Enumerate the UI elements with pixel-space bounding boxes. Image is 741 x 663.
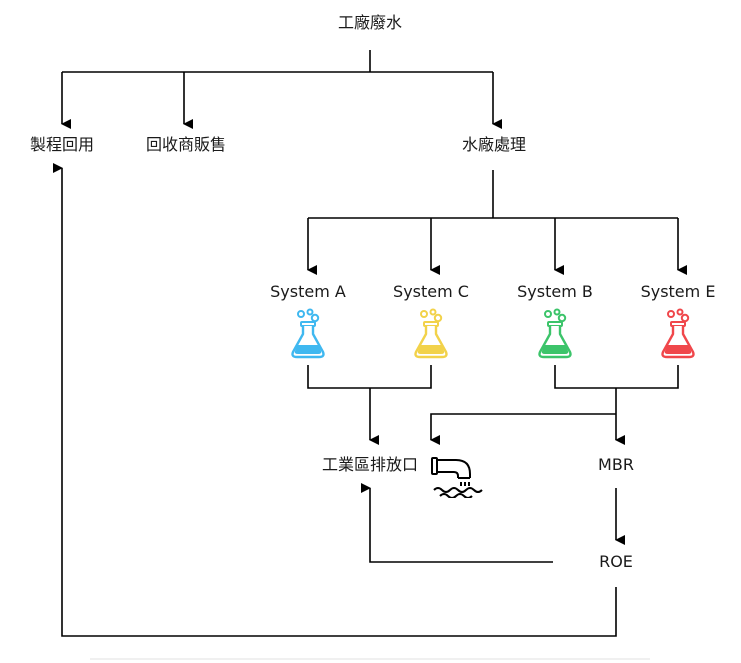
node-mbr: MBR: [598, 455, 634, 474]
node-industrial-discharge: 工業區排放口: [321, 455, 419, 474]
node-system-a: System A: [270, 282, 346, 301]
connector-ac-merge: [307, 365, 432, 389]
arrow-be-to-discharge: [430, 413, 616, 445]
node-process-reuse: 製程回用: [29, 135, 95, 154]
flask-icon: [288, 308, 328, 360]
flask-icon: [658, 308, 698, 360]
flask-icon: [411, 308, 451, 360]
connector-be-merge: [554, 365, 679, 389]
node-roe: ROE: [599, 552, 633, 571]
node-factory-wastewater: 工廠廢水: [337, 13, 403, 32]
node-water-plant-treatment: 水廠處理: [461, 135, 527, 154]
outfall-pipe-icon: [431, 457, 483, 498]
node-system-e: System E: [640, 282, 716, 301]
arrow-roe-to-reuse: [53, 163, 617, 637]
arrow-roe-to-discharge: [361, 483, 553, 563]
node-system-c: System C: [393, 282, 469, 301]
node-recycler-sale: 回收商販售: [145, 135, 227, 154]
node-system-b: System B: [517, 282, 593, 301]
divider: [90, 658, 650, 660]
flask-icon: [535, 308, 575, 360]
